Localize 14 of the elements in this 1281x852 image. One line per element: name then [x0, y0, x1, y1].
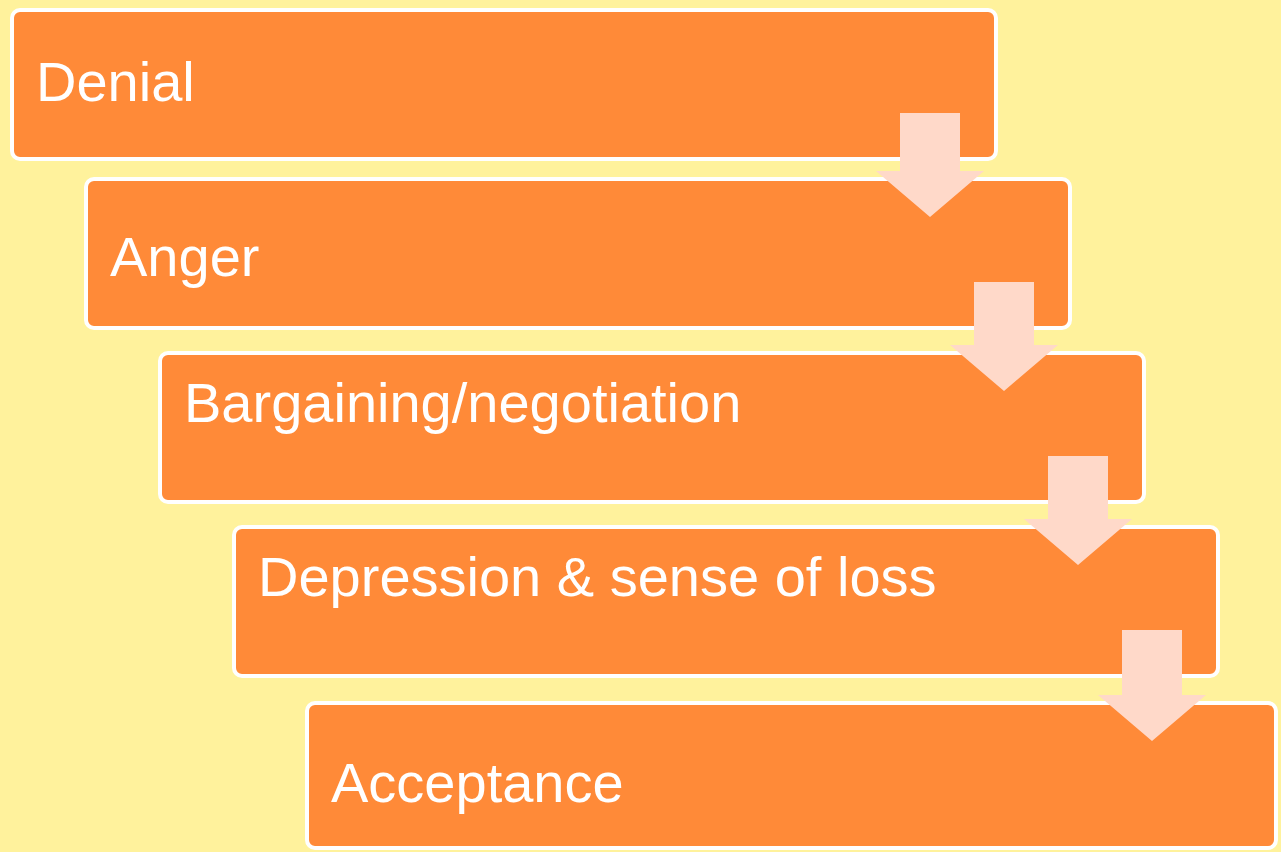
block-arrow [950, 282, 1058, 391]
stage-box [10, 8, 998, 161]
stage-label: Bargaining/negotiation [184, 371, 742, 435]
block-arrow [1098, 630, 1206, 741]
stage-box [84, 177, 1072, 330]
stage-label: Denial [36, 50, 195, 114]
stage-box [232, 525, 1220, 678]
stage-label: Depression & sense of loss [258, 545, 937, 609]
block-arrow [1024, 456, 1132, 565]
stage-label: Acceptance [331, 751, 624, 815]
block-arrow [876, 113, 984, 217]
stage-box [158, 351, 1146, 504]
stage-label: Anger [110, 225, 260, 289]
stage-box [305, 701, 1278, 850]
